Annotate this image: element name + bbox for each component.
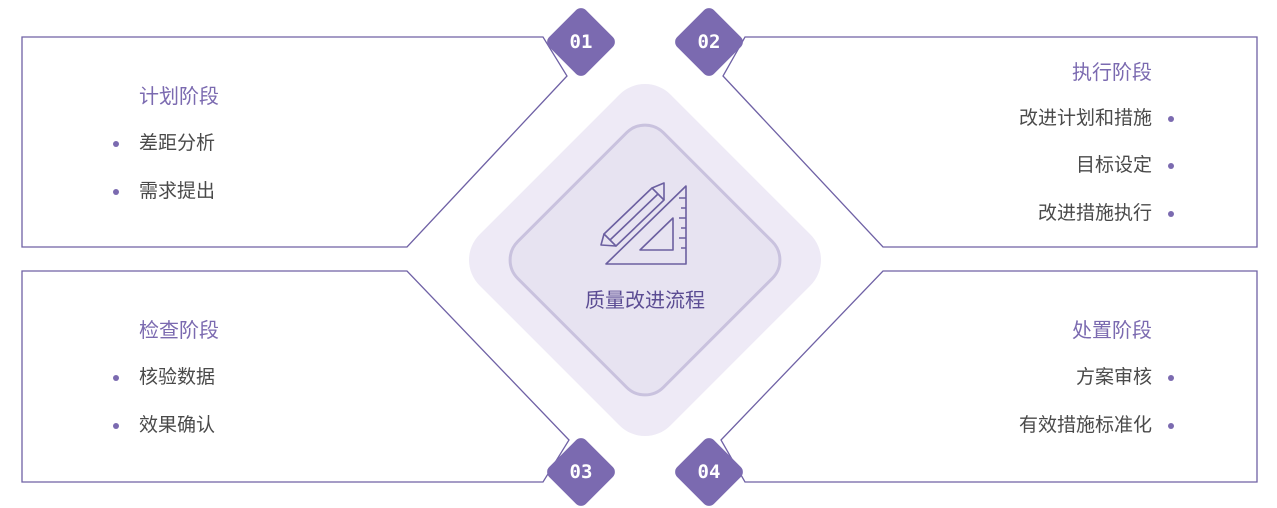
hub-inner-diamond: [508, 123, 782, 397]
stage-item: 核验数据: [112, 366, 216, 388]
stage-number-03: 03: [569, 461, 593, 483]
panel-outline-03: [21, 270, 570, 483]
stage-item: 改进计划和措施: [1018, 107, 1175, 129]
center-hub: [468, 83, 822, 437]
stage-item: 有效措施标准化: [1018, 414, 1175, 436]
center-title: 质量改进流程: [585, 288, 705, 312]
stage-item: 改进措施执行: [1037, 202, 1175, 224]
stage-title-check: 检查阶段: [139, 318, 219, 342]
panel-outline-01: [21, 36, 568, 248]
stage-title-act: 处置阶段: [1072, 318, 1152, 342]
badge-04: [675, 438, 743, 506]
stage-number-01: 01: [569, 31, 593, 53]
stage-title-execute: 执行阶段: [1072, 60, 1152, 84]
panel-outline-04: [720, 270, 1258, 483]
badge-01: [547, 8, 615, 76]
badge-03: [547, 438, 615, 506]
stage-item: 需求提出: [112, 180, 216, 202]
stage-item: 差距分析: [112, 132, 216, 154]
ruler-pencil-icon: [600, 182, 687, 265]
stage-number-02: 02: [697, 31, 721, 53]
stage-item: 方案审核: [1075, 366, 1175, 388]
stage-item: 目标设定: [1075, 154, 1175, 176]
panel-outline-02: [722, 36, 1258, 248]
stage-item: 效果确认: [112, 414, 216, 436]
badge-02: [675, 8, 743, 76]
stage-title-plan: 计划阶段: [139, 84, 219, 108]
stage-number-04: 04: [697, 461, 721, 483]
